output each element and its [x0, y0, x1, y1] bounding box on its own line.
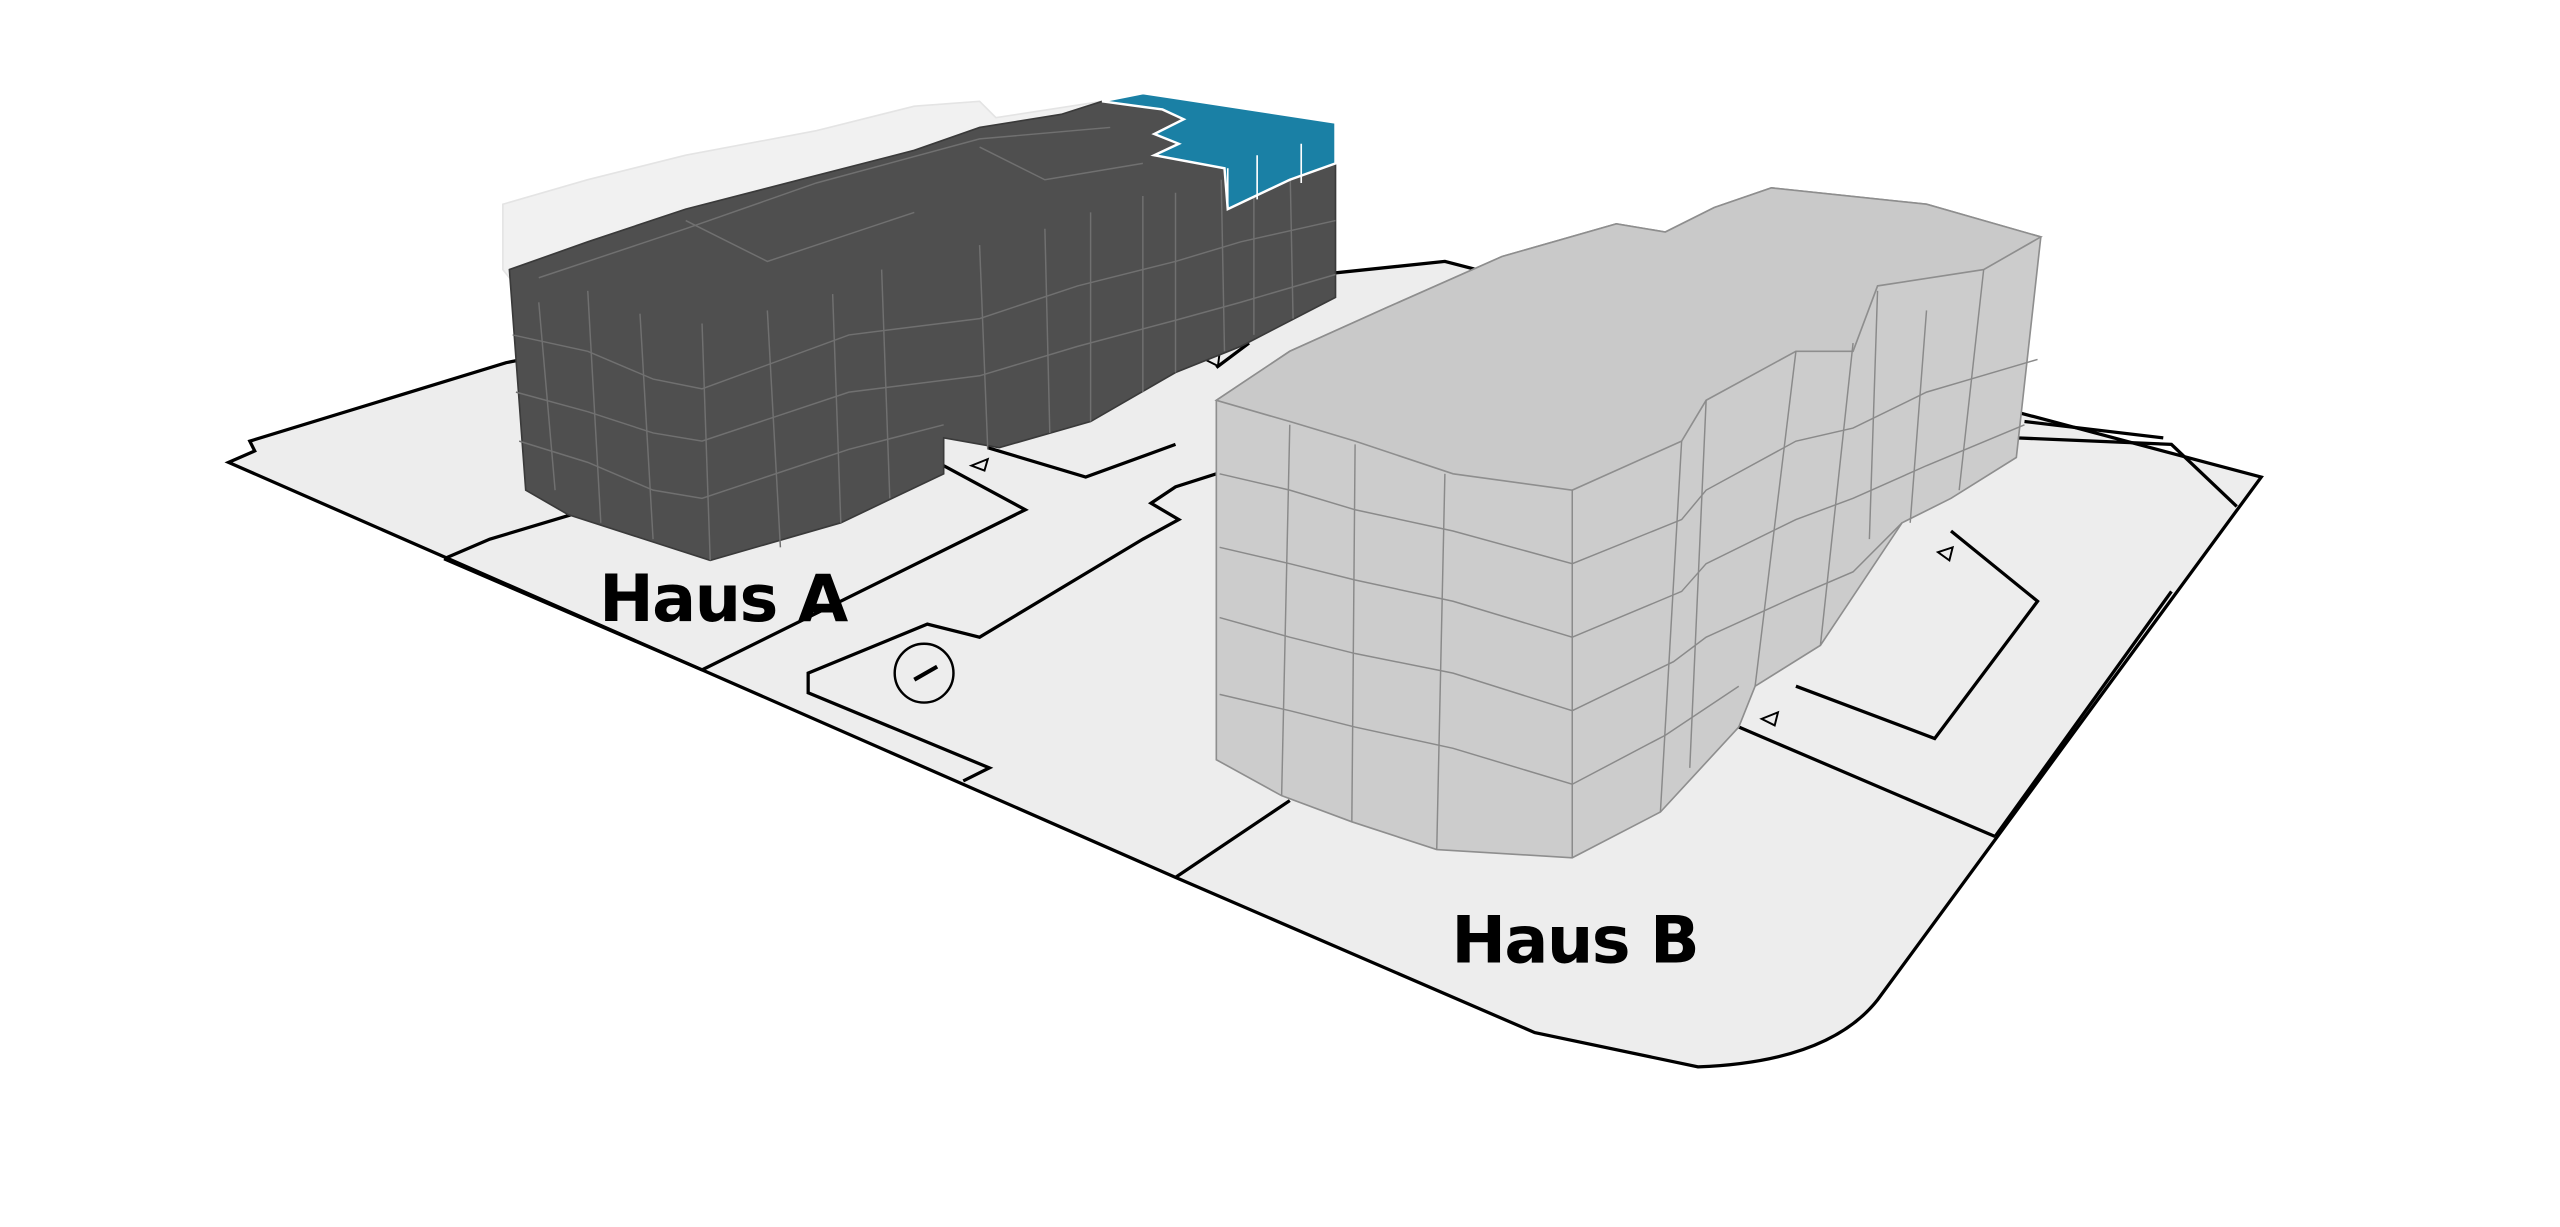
- haus-a-label: Haus A: [599, 561, 849, 637]
- haus-b-building[interactable]: [1214, 187, 2043, 859]
- haus-b-label: Haus B: [1451, 902, 1698, 978]
- entrance-marker-icon: [1759, 710, 1780, 727]
- selected-unit[interactable]: [1101, 91, 1337, 211]
- haus-a-building[interactable]: [508, 100, 1337, 562]
- entrance-marker-icon: [1935, 545, 1955, 563]
- compass-symbol: [893, 642, 955, 704]
- site-boundaries: [443, 341, 2238, 879]
- entrance-marker-icon: [968, 457, 990, 472]
